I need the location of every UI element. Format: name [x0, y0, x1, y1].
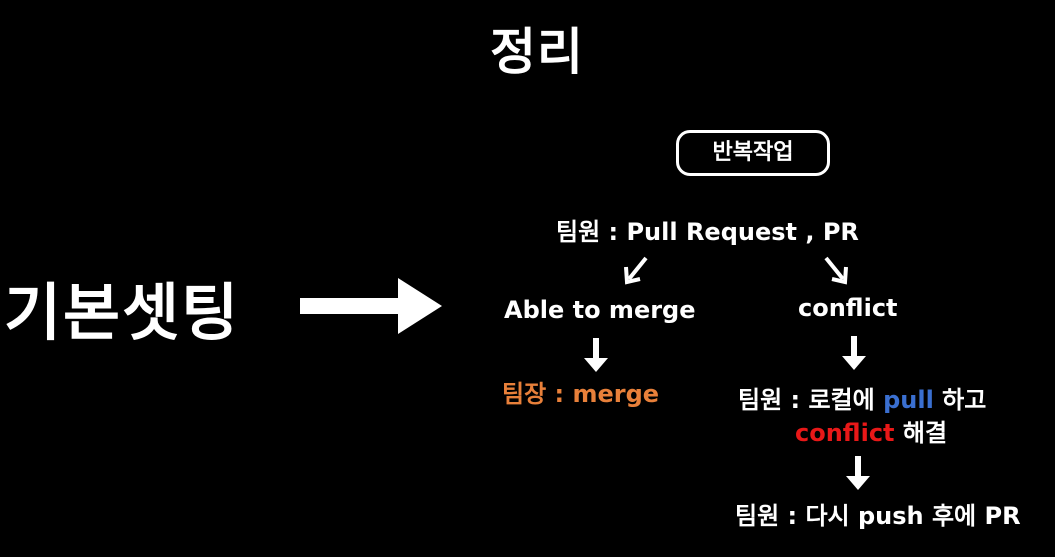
- arrow-down-icon-merge: [584, 338, 608, 372]
- leader-merge-node: 팀장 : merge: [502, 380, 660, 408]
- arrow-down-left-icon: [624, 256, 648, 285]
- big-right-arrow-icon: [300, 278, 442, 334]
- basic-setup-label: 기본셋팅: [4, 276, 241, 349]
- arrow-down-icon-resolve: [846, 456, 870, 490]
- able-to-merge-node: Able to merge: [504, 296, 696, 324]
- local-pull-node: 팀원 : 로컬에 pull 하고: [738, 380, 986, 415]
- repeat-work-badge: 반복작업: [676, 130, 830, 176]
- arrow-down-icon-conflict: [842, 336, 866, 370]
- page-title: 정리: [490, 23, 584, 81]
- pull-keyword: pull: [883, 386, 934, 414]
- resolve-conflict-node: conflict 해결: [795, 413, 947, 448]
- resolve-suffix: 해결: [894, 419, 948, 447]
- conflict-node: conflict: [798, 294, 898, 322]
- local-pull-prefix: 팀원 : 로컬에: [738, 386, 884, 414]
- arrow-down-right-icon: [824, 256, 848, 285]
- push-pr-node: 팀원 : 다시 push 후에 PR: [735, 502, 1021, 530]
- pull-request-node: 팀원 : Pull Request , PR: [556, 218, 859, 246]
- conflict-keyword: conflict: [795, 419, 895, 447]
- local-pull-suffix: 하고: [933, 386, 987, 414]
